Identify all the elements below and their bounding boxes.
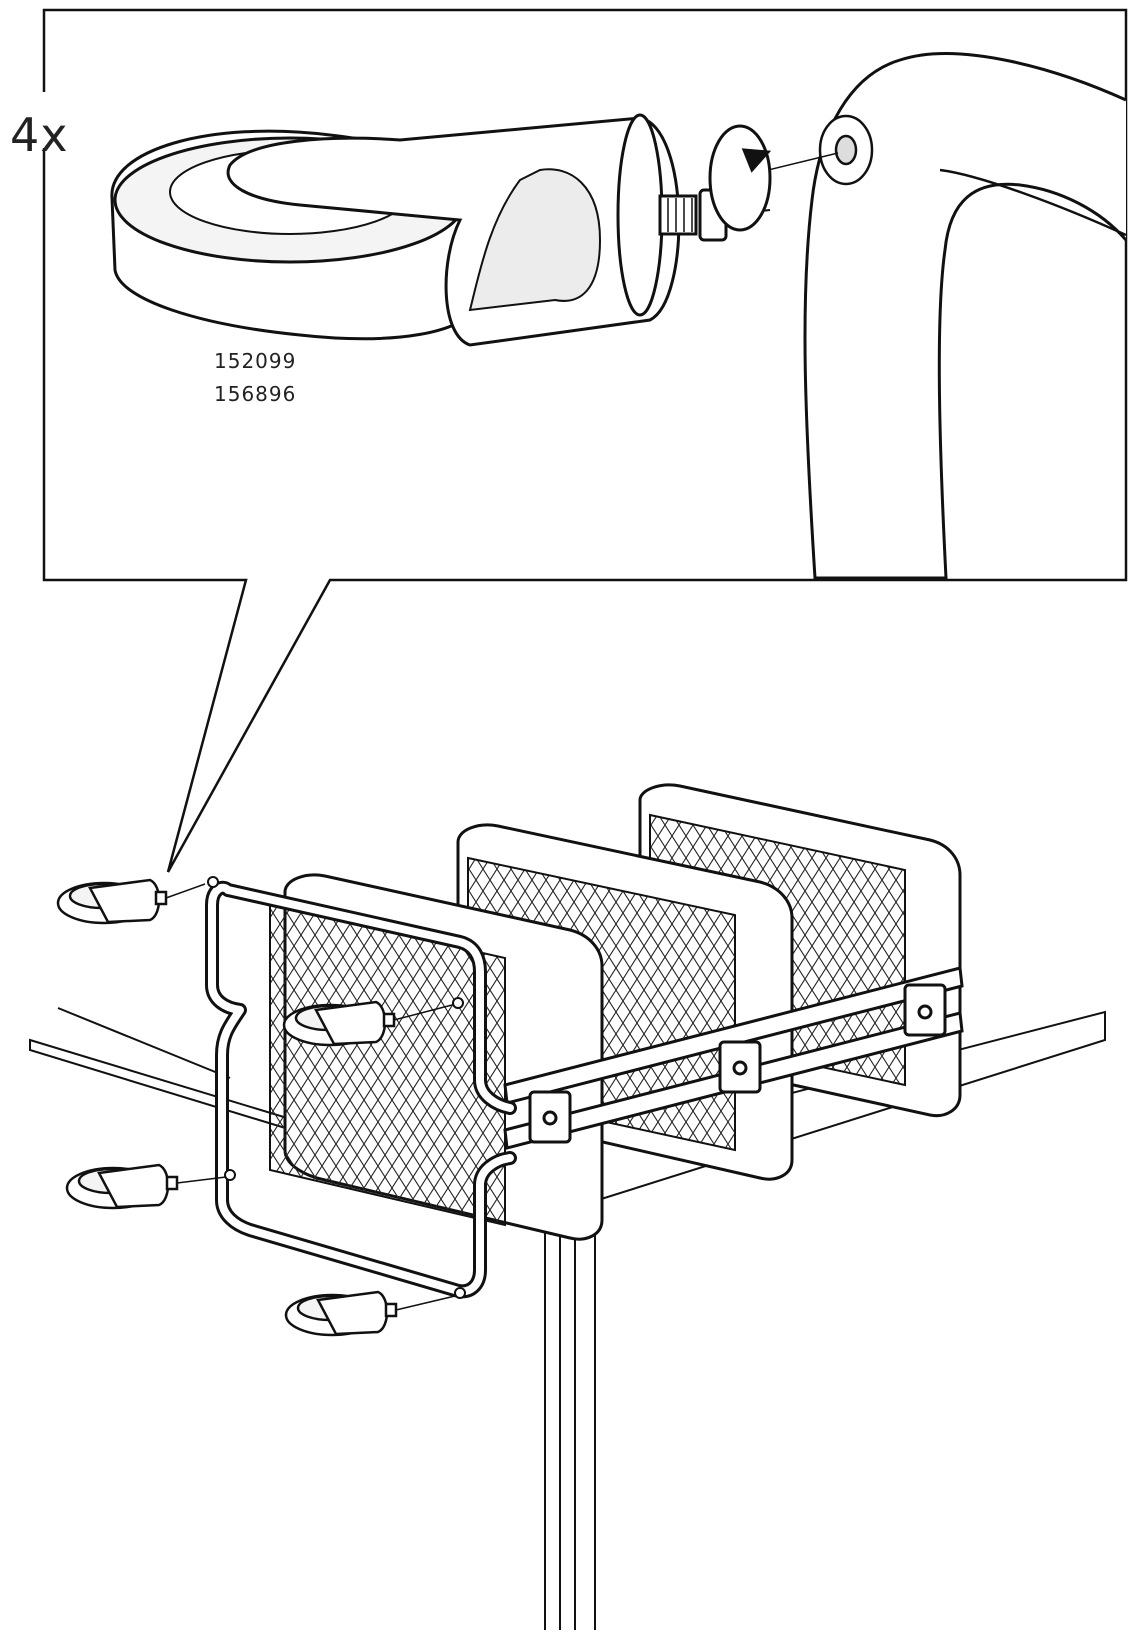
threaded-insert-icon (818, 114, 874, 186)
alignment-guide (759, 152, 839, 173)
front-frame-inner (208, 883, 514, 1296)
frame-holes (207, 876, 466, 1299)
caster-wheel-detail-icon (110, 113, 771, 347)
part-number-1: 152099 (214, 349, 297, 373)
caster-icon (282, 1000, 453, 1047)
basket-front-icon (269, 873, 604, 1241)
caster-icon (284, 1290, 456, 1337)
chair-frame-icon (803, 52, 1128, 580)
caster-icon (65, 1163, 227, 1210)
clockwise-rotate-icon (708, 124, 772, 232)
part-number-2: 156896 (214, 382, 297, 406)
caster-icon (56, 878, 206, 925)
quantity-label: 4x (10, 108, 69, 162)
side-rails-icon (503, 966, 964, 1150)
